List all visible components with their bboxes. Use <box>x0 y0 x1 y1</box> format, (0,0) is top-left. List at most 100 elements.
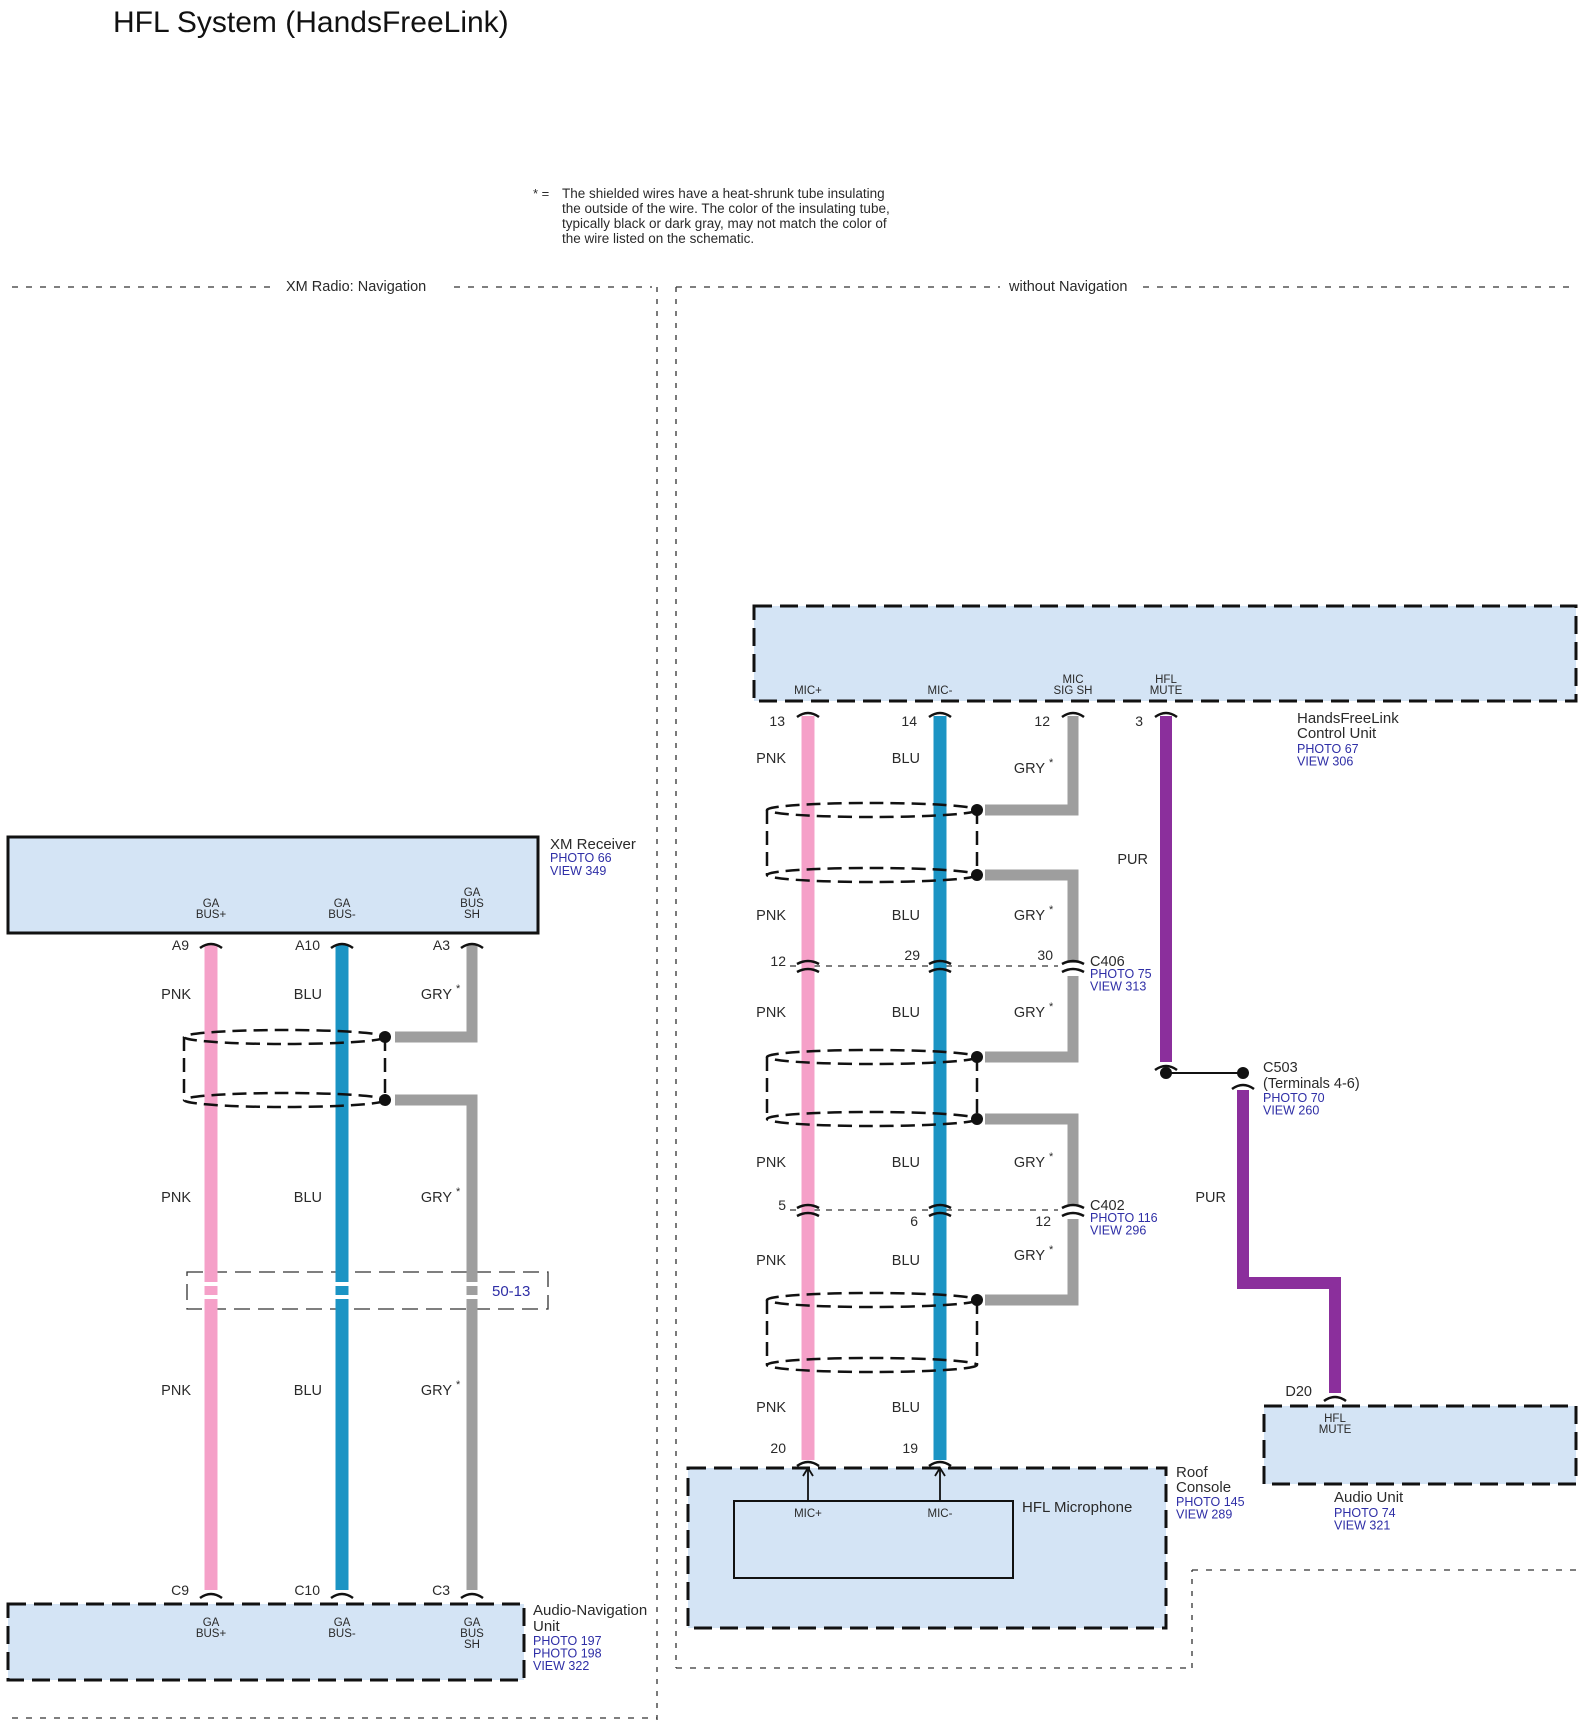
pin-label: GA <box>203 1617 220 1629</box>
terminal <box>460 942 484 950</box>
junction-dot <box>971 1051 983 1063</box>
pin-label: SIG SH <box>1054 685 1093 697</box>
note-text: the outside of the wire. The color of th… <box>562 201 890 216</box>
junction-dot <box>379 1094 391 1106</box>
wire-color-label: BLU <box>294 987 322 1003</box>
connector-terminal <box>1061 1203 1085 1210</box>
connector-terminal <box>928 959 952 966</box>
terminal-number: 12 <box>770 953 786 969</box>
connector-terminal <box>928 1203 952 1210</box>
terminal-number: D20 <box>1285 1384 1312 1400</box>
terminal-number: 12 <box>1035 1213 1051 1229</box>
terminal-number: 6 <box>910 1213 918 1229</box>
terminal <box>1154 1064 1178 1072</box>
pin-label: GA <box>464 887 481 899</box>
terminal <box>796 711 820 719</box>
terminal-number: A3 <box>433 937 450 953</box>
terminal-number: A9 <box>172 937 189 953</box>
wire-layer <box>199 711 1347 1600</box>
wire-break <box>202 1282 220 1286</box>
audio-unit-name: Audio Unit <box>1334 1489 1404 1506</box>
junction-dot <box>1160 1067 1172 1079</box>
wire-color-label: BLU <box>892 1155 920 1171</box>
junction-dot <box>971 1113 983 1125</box>
c402-name: C402 <box>1090 1198 1125 1214</box>
page-title: HFL System (HandsFreeLink) <box>113 6 509 39</box>
junction-dot <box>379 1031 391 1043</box>
c503-name: C503 <box>1263 1060 1298 1076</box>
terminal-number: C3 <box>432 1582 450 1598</box>
c406-link: PHOTO 75 <box>1090 967 1152 981</box>
audio-nav-unit-link: PHOTO 197 <box>533 1634 602 1648</box>
audio-unit-box <box>1262 1404 1578 1486</box>
pin-label: GA <box>464 1617 481 1629</box>
xm-receiver-name: XM Receiver <box>550 836 636 853</box>
pin-label: HFL <box>1155 674 1177 686</box>
note-marker: * = <box>533 186 549 201</box>
wire-gry <box>395 944 478 1043</box>
terminal <box>1323 1395 1347 1403</box>
component-layer <box>6 604 1578 1682</box>
pin-label: GA <box>203 898 220 910</box>
wire-color-label: GRY <box>1014 1005 1045 1021</box>
asterisk: * <box>1049 757 1054 769</box>
asterisk: * <box>1049 1244 1054 1256</box>
xm-receiver-box <box>6 835 540 935</box>
wire-color-label: PUR <box>1195 1190 1226 1206</box>
wire-gry <box>985 1219 1079 1306</box>
wire-break <box>333 1295 351 1299</box>
wire-color-label: GRY <box>1014 908 1045 924</box>
terminal-number: 5 <box>778 1197 786 1213</box>
audio-unit-link: VIEW 321 <box>1334 1519 1390 1533</box>
wire-color-label: BLU <box>294 1383 322 1399</box>
wire-break <box>463 1295 481 1299</box>
wire-color-label: PNK <box>161 1190 191 1206</box>
pin-label: MIC <box>1062 674 1083 686</box>
note-text: the wire listed on the schematic. <box>562 231 754 246</box>
section-label-right: without Navigation <box>1008 279 1128 295</box>
terminal-number: C9 <box>171 1582 189 1598</box>
pin-label: BUS+ <box>196 1628 227 1640</box>
pin-label: BUS- <box>328 1628 356 1640</box>
audio-nav-unit-link: PHOTO 198 <box>533 1647 602 1661</box>
wire-break <box>333 1282 351 1286</box>
wire-color-label: GRY <box>421 987 452 1003</box>
wire-color-label: PNK <box>756 1400 786 1416</box>
wire-break <box>202 1295 220 1299</box>
wire-pur <box>1237 1090 1341 1393</box>
terminal-number: 19 <box>902 1440 918 1456</box>
wire-color-label: PNK <box>756 751 786 767</box>
terminal <box>460 1592 484 1600</box>
junction-dot <box>1237 1067 1249 1079</box>
wire-gry <box>985 716 1079 816</box>
wire-color-label: GRY <box>1014 1248 1045 1264</box>
pin-label: BUS <box>460 1628 484 1640</box>
pin-label: GA <box>334 1617 351 1629</box>
connector-terminal <box>796 1211 820 1218</box>
terminal <box>330 1592 354 1600</box>
terminal <box>928 711 952 719</box>
terminal <box>928 1460 952 1468</box>
terminal <box>199 1592 223 1600</box>
connector-terminal <box>796 967 820 974</box>
terminal-number: 12 <box>1034 713 1050 729</box>
hfl-microphone-name: HFL Microphone <box>1022 1499 1132 1516</box>
connector-terminal <box>1061 967 1085 974</box>
pin-label: BUS- <box>328 909 356 921</box>
note-text: typically black or dark gray, may not ma… <box>562 216 887 231</box>
pin-label: GA <box>334 898 351 910</box>
note-text: The shielded wires have a heat-shrunk tu… <box>562 186 885 201</box>
ref-box <box>186 1271 549 1310</box>
pin-label: SH <box>464 1639 480 1651</box>
junction-dot <box>971 1294 983 1306</box>
pin-label: SH <box>464 909 480 921</box>
connector-terminal <box>1061 1211 1085 1218</box>
wire-color-label: GRY <box>421 1190 452 1206</box>
wire-gry <box>395 1094 478 1590</box>
terminal <box>1231 1083 1255 1091</box>
terminal-number: 30 <box>1037 947 1053 963</box>
hfl-control-unit-link: PHOTO 67 <box>1297 742 1359 756</box>
wire-color-label: PNK <box>756 1155 786 1171</box>
roof-console-name: Console <box>1176 1479 1231 1496</box>
xm-receiver-link: VIEW 349 <box>550 864 606 878</box>
